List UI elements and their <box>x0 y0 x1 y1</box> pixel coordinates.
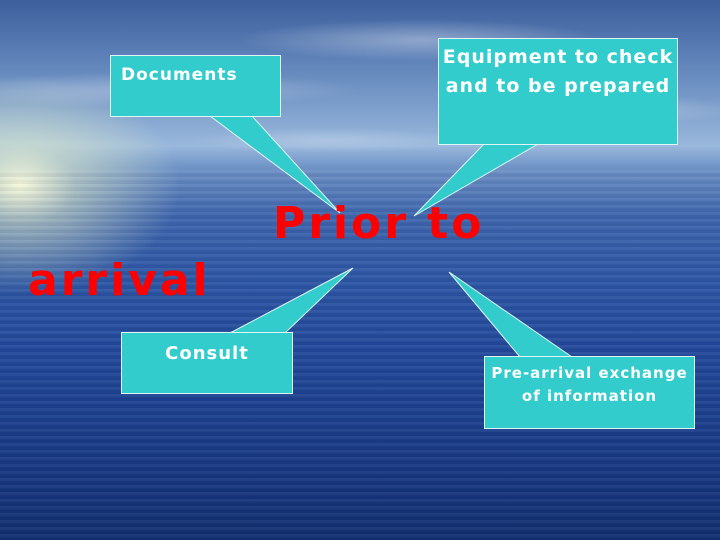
sea-water <box>0 170 720 540</box>
equipment-box: Equipment to check and to be prepared <box>438 38 678 145</box>
consult-label: Consult <box>165 343 249 364</box>
title-line-2: arrival <box>28 255 211 306</box>
prearrival-label: Pre-arrival exchange of information <box>491 364 688 405</box>
consult-box: Consult <box>121 332 293 394</box>
equipment-label: Equipment to check and to be prepared <box>442 46 674 97</box>
prearrival-pointer <box>448 271 574 358</box>
documents-label: Documents <box>121 65 238 85</box>
prearrival-box: Pre-arrival exchange of information <box>484 356 695 429</box>
documents-box: Documents <box>110 55 281 117</box>
consult-pointer <box>229 267 354 334</box>
title-line-1: Prior to <box>273 198 485 249</box>
